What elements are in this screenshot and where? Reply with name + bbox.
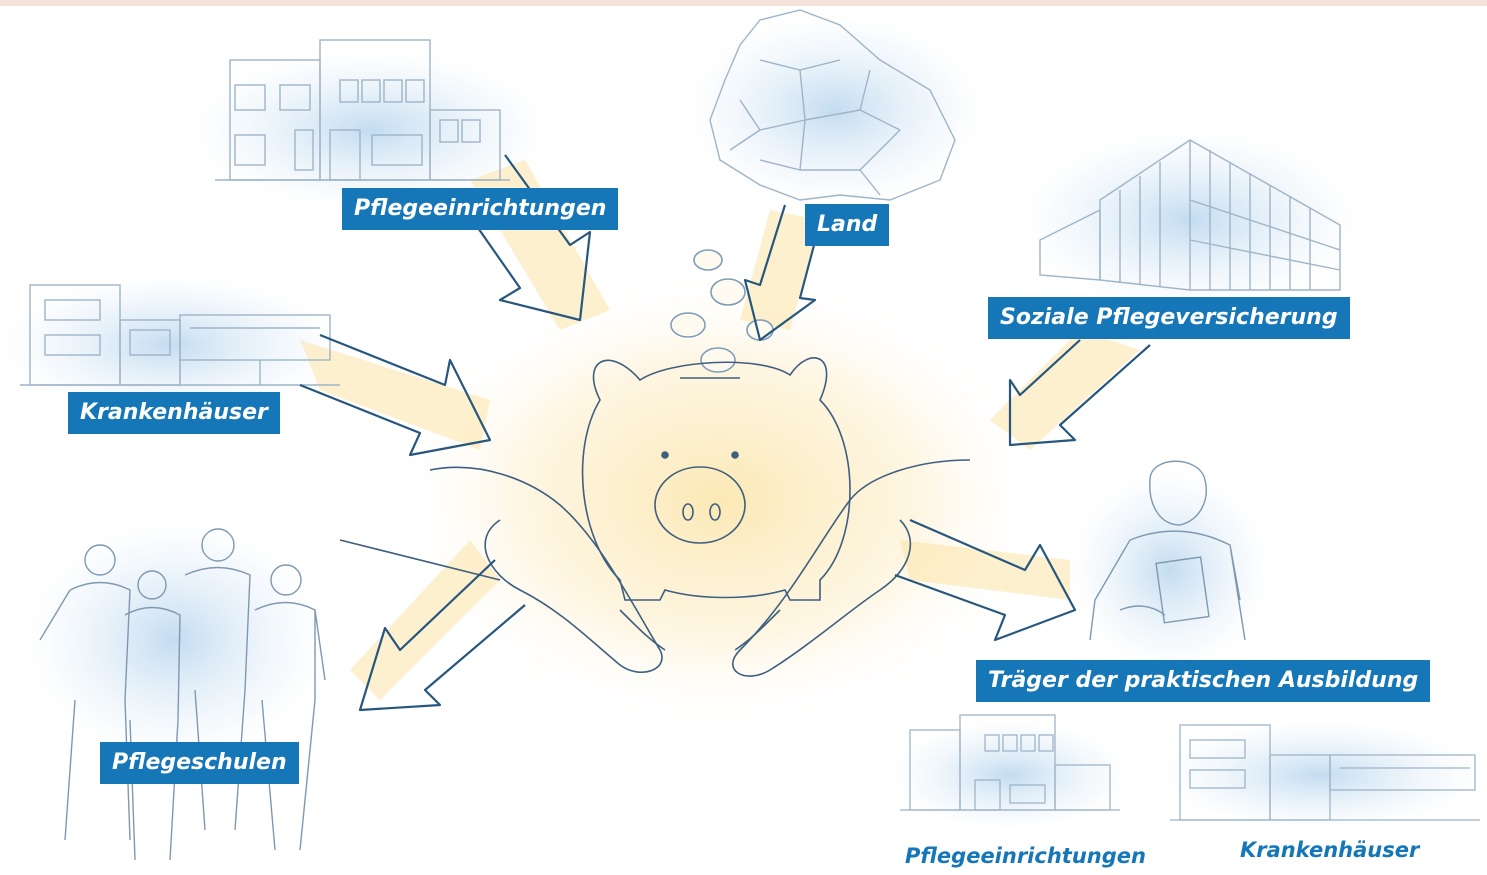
caption-krankenhaeuser: Krankenhäuser bbox=[1240, 838, 1420, 862]
label-traeger: Träger der praktischen Ausbildung bbox=[976, 660, 1431, 702]
arrow-icon bbox=[358, 559, 526, 712]
wash-trainer bbox=[1070, 470, 1270, 670]
center-glow bbox=[390, 270, 1050, 730]
woman-with-clipboard-icon bbox=[1089, 460, 1246, 641]
label-pflegeschulen: Pflegeschulen bbox=[100, 742, 299, 784]
care-facility-building-icon bbox=[215, 39, 510, 181]
arrow-icon bbox=[743, 204, 824, 342]
piggy-bank-with-hands-icon bbox=[339, 357, 971, 677]
label-krankenhaeuser: Krankenhäuser bbox=[68, 392, 280, 434]
germany-states-map-icon bbox=[709, 9, 956, 201]
wash-map bbox=[685, 15, 985, 205]
arrow-icon bbox=[299, 333, 492, 457]
office-building-icon bbox=[1039, 139, 1341, 291]
arrow-icon bbox=[1008, 339, 1151, 447]
label-soziale-pflegeversicherung: Soziale Pflegeversicherung bbox=[988, 297, 1350, 339]
band-land bbox=[740, 210, 820, 330]
hospital-building-icon-small bbox=[1170, 724, 1480, 821]
wash-small-facility bbox=[890, 720, 1130, 830]
arrow-icon bbox=[894, 518, 1077, 642]
wash-students bbox=[25, 520, 325, 760]
label-pflegeeinrichtungen: Pflegeeinrichtungen bbox=[342, 188, 619, 230]
arrows bbox=[299, 154, 1151, 712]
label-land: Land bbox=[805, 204, 890, 246]
band-insurance bbox=[990, 330, 1140, 450]
coins-icon bbox=[670, 249, 774, 373]
band-students bbox=[350, 540, 500, 700]
band-trainer bbox=[900, 540, 1070, 600]
care-facility-building-icon-small bbox=[900, 714, 1120, 811]
wash-small-hospital bbox=[1160, 720, 1480, 830]
hospital-building-icon bbox=[20, 284, 340, 386]
arrow-bands bbox=[300, 160, 1140, 700]
caption-pflegeeinrichtungen: Pflegeeinrichtungen bbox=[905, 844, 1146, 868]
top-strip bbox=[0, 0, 1487, 6]
arrow-icon bbox=[454, 154, 592, 322]
band-hospital bbox=[300, 340, 490, 450]
